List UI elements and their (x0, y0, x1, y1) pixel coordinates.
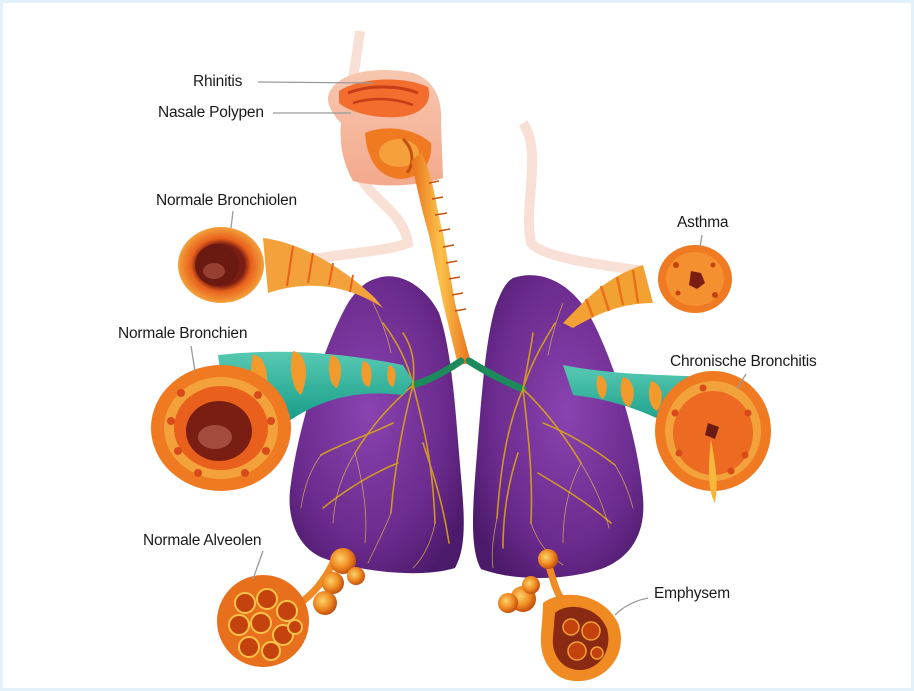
label-normal-bronchi: Normale Bronchien (118, 325, 247, 343)
leader-emphysema (615, 598, 648, 615)
label-asthma: Asthma (677, 214, 728, 232)
right-lung (473, 275, 643, 578)
label-nasal-polyps: Nasale Polypen (158, 104, 264, 122)
leader-normal-alveoli (253, 551, 263, 579)
leader-normal-bronchi (191, 346, 195, 371)
label-normal-alveoli: Normale Alveolen (143, 532, 261, 550)
leader-lines (191, 82, 746, 615)
label-emphysema: Emphysem (654, 585, 730, 603)
respiratory-illustration (3, 3, 911, 688)
leader-asthma (700, 235, 702, 247)
label-normal-bronchioles: Normale Bronchiolen (156, 192, 297, 210)
label-chronic-bronchitis: Chronische Bronchitis (670, 353, 817, 371)
label-rhinitis: Rhinitis (193, 73, 242, 91)
left-lung (290, 276, 464, 573)
asthma-illustration (563, 245, 732, 328)
leader-normal-bronchioles (231, 211, 233, 228)
normal-bronchiole-illustration (178, 227, 383, 308)
body-outline (283, 31, 643, 271)
normal-alveoli-illustration (217, 548, 365, 667)
